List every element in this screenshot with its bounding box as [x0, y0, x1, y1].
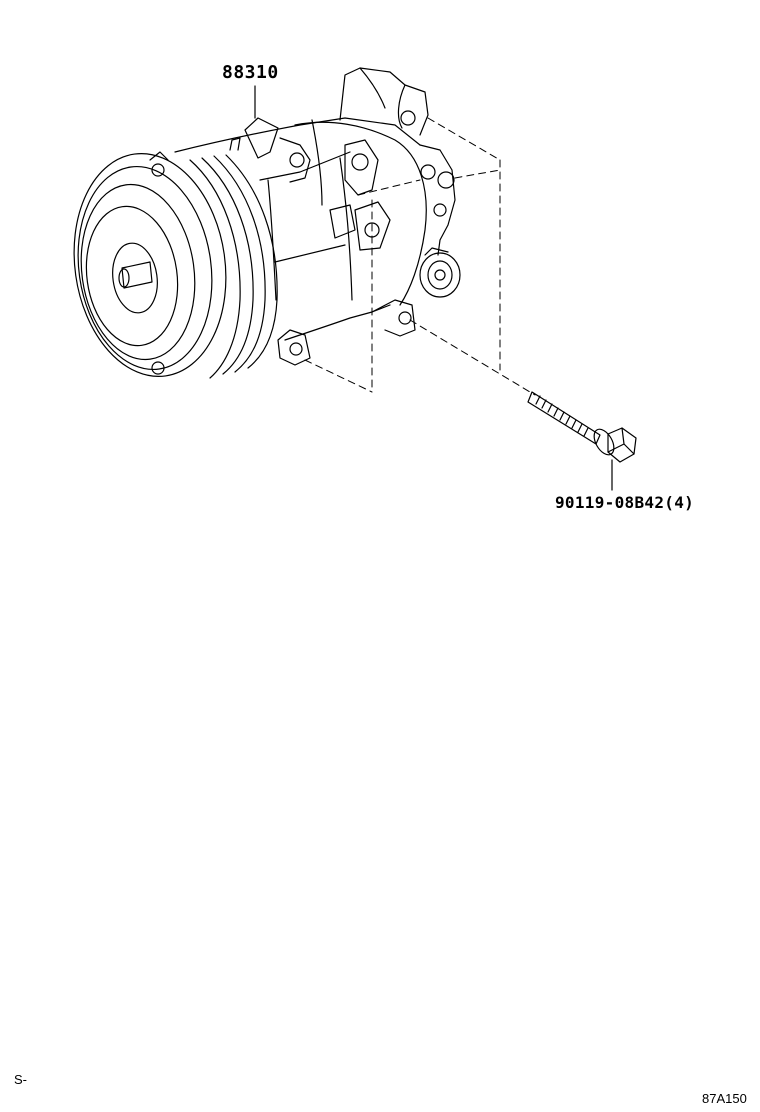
- clutch-plate: [78, 200, 187, 351]
- pulley-rim: [65, 158, 224, 378]
- mounting-guide-lines: [305, 118, 535, 395]
- illustration-id: 87A150: [702, 1091, 747, 1106]
- bolt-part-number[interactable]: 90119-08B42(4): [555, 493, 695, 512]
- pulley-outer: [60, 144, 240, 387]
- clutch-hub: [108, 240, 161, 315]
- flange-bolt-drawing: [528, 392, 636, 490]
- ac-compressor-drawing: [60, 68, 460, 386]
- shaft: [122, 262, 152, 288]
- compressor-part-number[interactable]: 88310: [222, 62, 279, 83]
- section-code: S-: [14, 1072, 27, 1087]
- pulley-inner-ring: [70, 177, 205, 367]
